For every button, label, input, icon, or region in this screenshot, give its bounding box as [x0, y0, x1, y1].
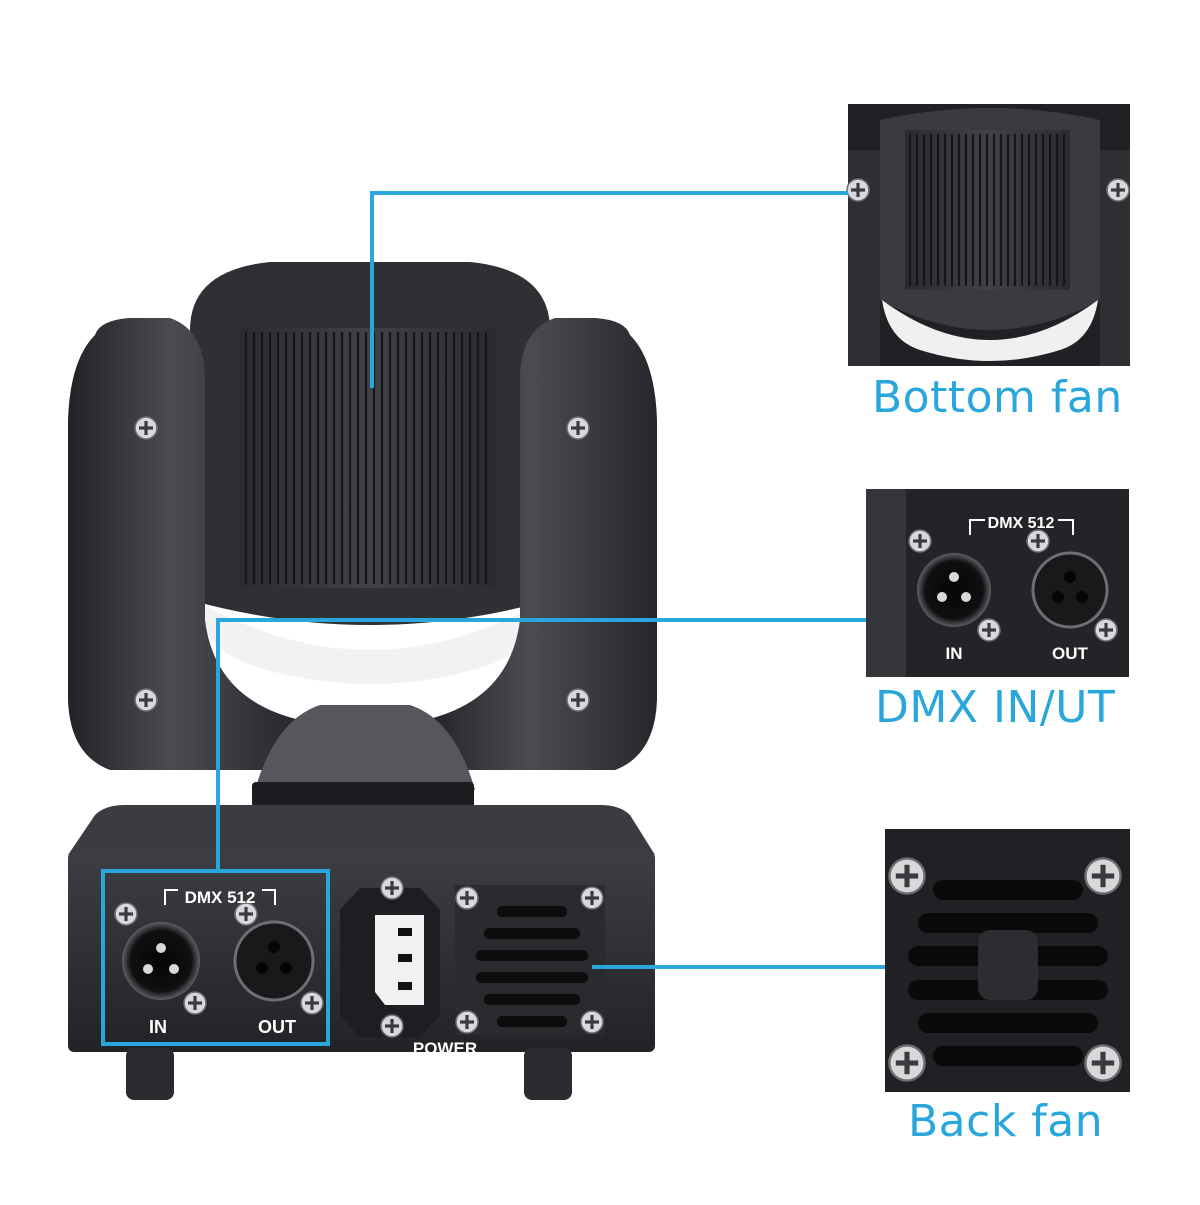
power-label: POWER [413, 1039, 477, 1058]
dmx-in-out-label: DMX IN/UT [875, 682, 1116, 733]
dmx-highlight-box [101, 869, 330, 1046]
screw-icon [1026, 529, 1050, 553]
back-fan-inset [885, 829, 1130, 1092]
screw-icon [134, 688, 158, 712]
screw-icon [134, 416, 158, 440]
callout-line-bottom-fan [370, 191, 848, 388]
callout-lines [216, 191, 885, 969]
screw-icon [380, 1014, 404, 1038]
dmx-out-connector [233, 920, 315, 1002]
neck [252, 705, 475, 808]
bottom-fan-inset [846, 104, 1130, 366]
screw-icon [1106, 178, 1130, 202]
screw-icon [455, 886, 479, 910]
dmx-header-label: DMX 512 [988, 515, 1055, 532]
callout-line-dmx [216, 618, 866, 871]
screw-icon [908, 529, 932, 553]
screw-icon [580, 886, 604, 910]
dmx-in-label: IN [149, 1017, 167, 1037]
base-fan-vent [455, 885, 605, 1035]
dmx-in-connector [917, 553, 991, 627]
dmx-panel [101, 869, 330, 1046]
heatsink-fins [244, 332, 488, 584]
screw-icon [1084, 857, 1122, 895]
screw-icon [566, 416, 590, 440]
screw-icon [977, 618, 1001, 642]
dmx-out-label: OUT [1052, 644, 1089, 663]
screw-icon [183, 991, 207, 1015]
screw-icon [888, 1044, 926, 1082]
screw-icon [455, 1010, 479, 1034]
dmx-out-connector [1031, 551, 1109, 629]
screw-icon [888, 857, 926, 895]
dmx-out-label: OUT [258, 1017, 296, 1037]
screw-icon [380, 876, 404, 900]
screw-icon [580, 1010, 604, 1034]
dmx-in-label: IN [946, 644, 963, 663]
screw-icon [114, 902, 138, 926]
dmx-in-connector [122, 922, 200, 1000]
screw-icon [846, 178, 870, 202]
yoke [68, 318, 657, 770]
screw-icon [1084, 1044, 1122, 1082]
screw-icon [300, 991, 324, 1015]
power-inlet [340, 876, 440, 1038]
screw-icon [1094, 618, 1118, 642]
back-fan-label: Back fan [908, 1096, 1104, 1147]
dmx-header-label: DMX 512 [185, 888, 256, 907]
bottom-fan-label: Bottom fan [872, 372, 1123, 423]
dmx-inset [866, 489, 1129, 677]
screw-icon [566, 688, 590, 712]
